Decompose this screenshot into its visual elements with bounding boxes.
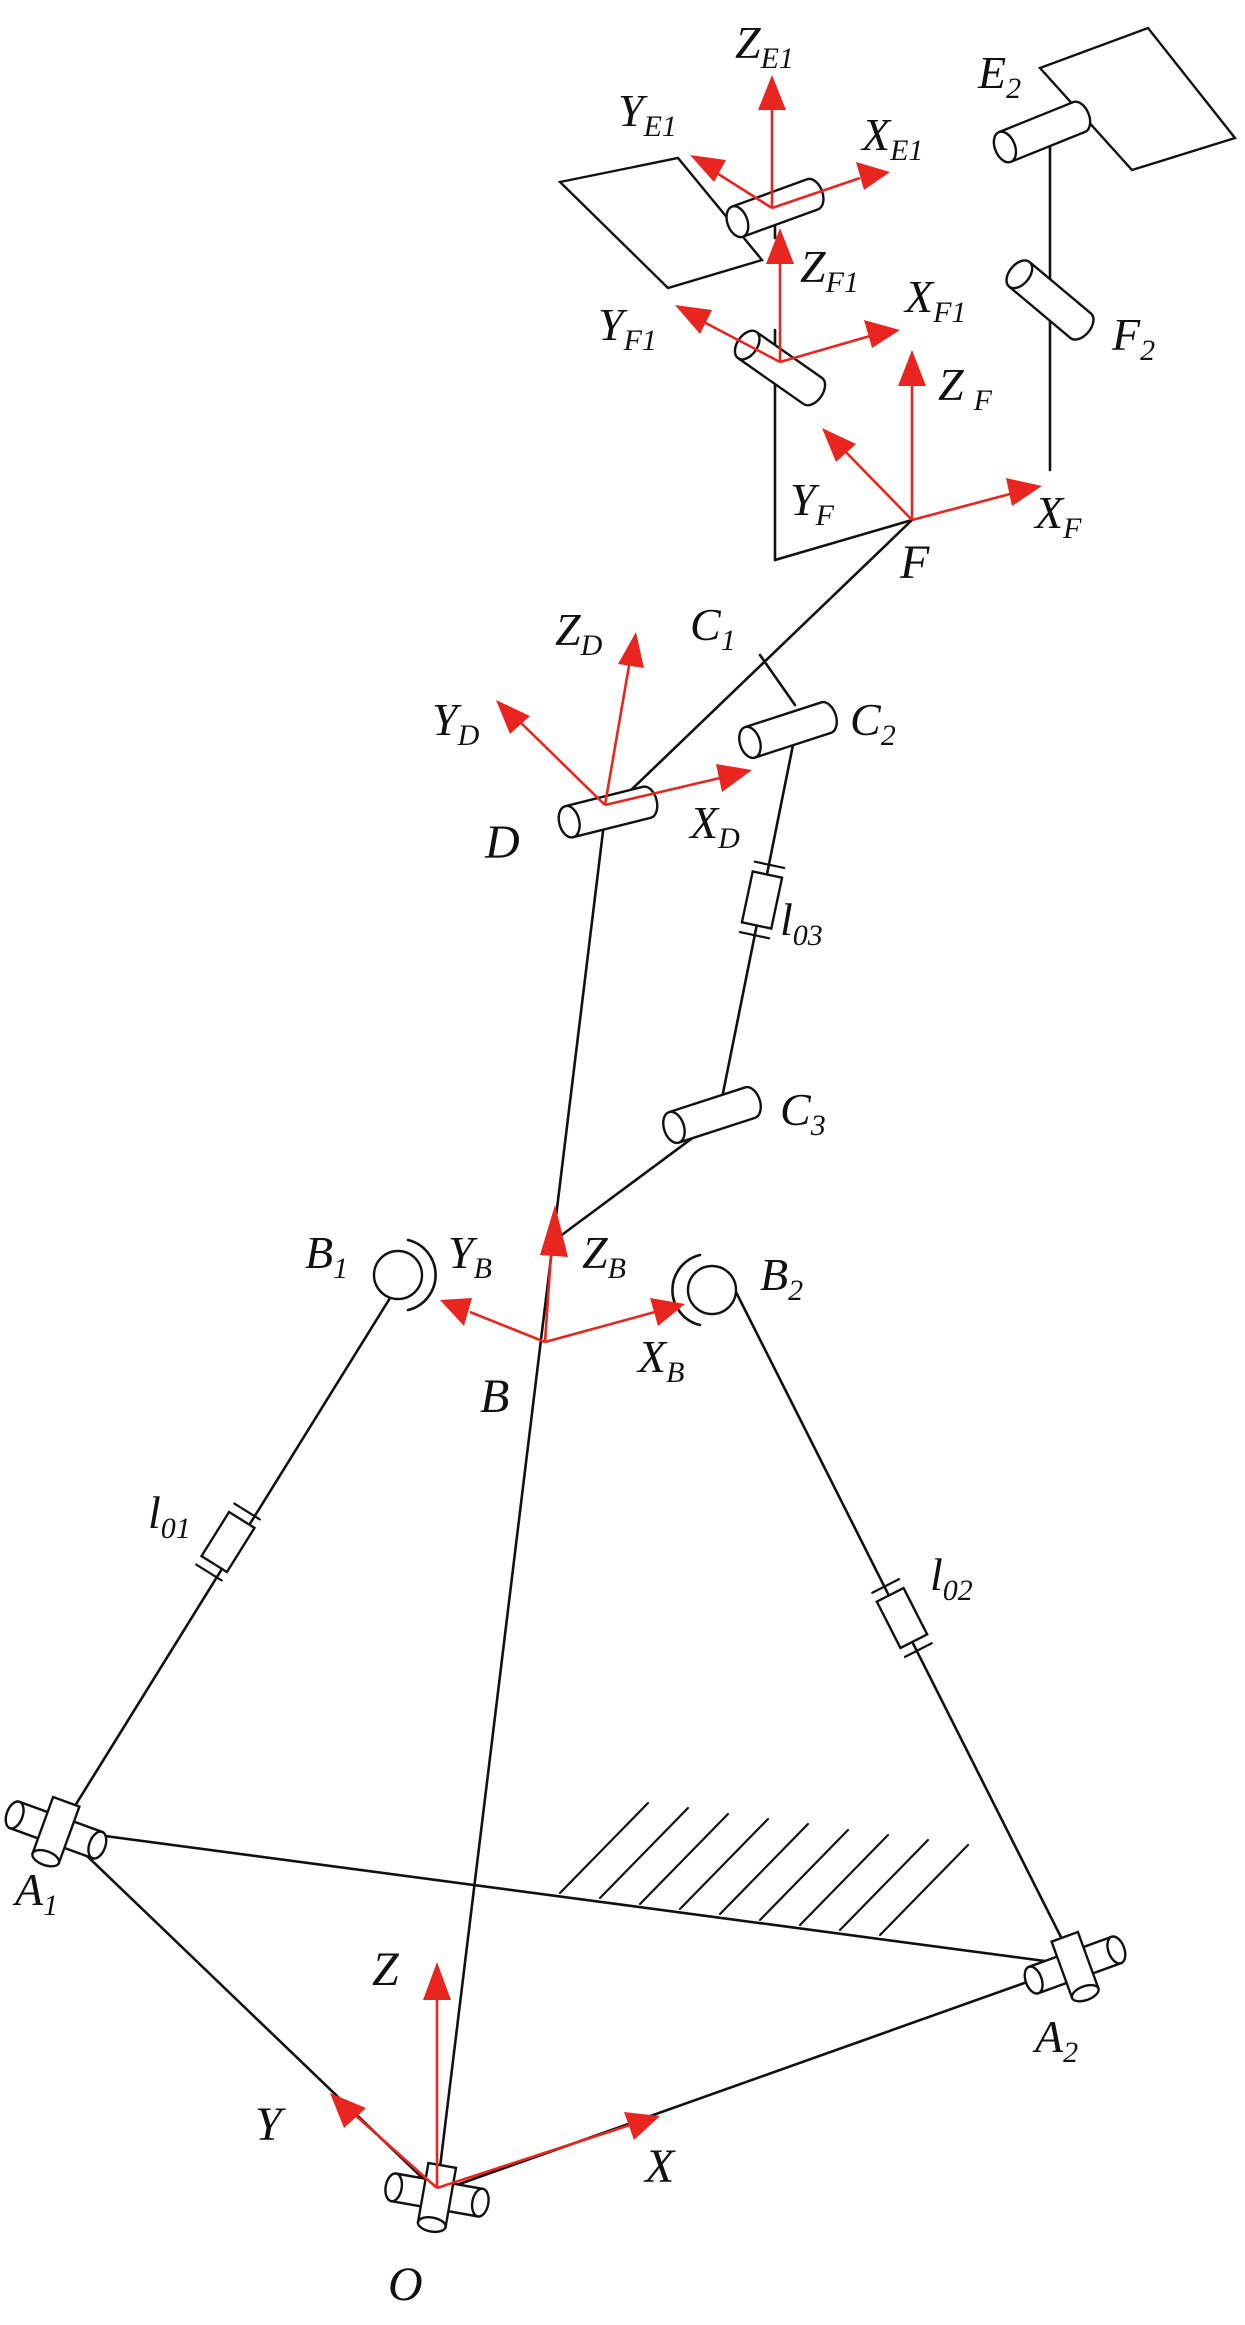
label-c3: C3 (780, 1084, 826, 1142)
label-xd: XD (688, 797, 740, 855)
label-c1: C1 (690, 599, 736, 657)
label-ye1: YE1 (618, 85, 677, 143)
joints (0, 97, 1138, 2242)
frame-f-axes (822, 350, 1042, 522)
revolute-joint-c3 (658, 1083, 766, 1147)
axes (330, 75, 1042, 2190)
label-zd: ZD (555, 604, 603, 662)
label-xe1: XE1 (860, 109, 923, 167)
label-l01: l01 (148, 1487, 191, 1545)
label-f2: F2 (1111, 309, 1155, 367)
label-z: Z (372, 1943, 400, 1996)
label-yb: YB (448, 1227, 492, 1285)
plate-e2 (1037, 26, 1238, 172)
spherical-joint-b1 (372, 1238, 437, 1312)
label-xf1: XF1 (903, 271, 966, 329)
prismatic-joint-l01 (195, 1502, 261, 1582)
label-c2: C2 (850, 694, 896, 752)
prismatic-joint-l02 (871, 1577, 933, 1659)
label-b: B (480, 1370, 509, 1423)
revolute-joint-c2 (734, 698, 842, 762)
label-xb: XB (636, 1331, 684, 1389)
link-c1-c2 (758, 653, 797, 707)
label-l02: l02 (930, 1549, 973, 1607)
label-zb: ZB (582, 1227, 626, 1285)
leg-o-d (435, 813, 607, 2194)
label-xf: XF (1033, 487, 1082, 545)
frame-f1-axes (675, 228, 900, 364)
label-a1: A1 (12, 1864, 58, 1922)
label-f: F (899, 536, 930, 589)
label-yf1: YF1 (598, 299, 657, 357)
prismatic-joint-l03 (738, 860, 786, 940)
revolute-joint-e2 (988, 97, 1096, 167)
frame-e1-axes (690, 75, 890, 210)
label-b2: B2 (760, 1249, 803, 1307)
label-d: D (484, 816, 520, 869)
label-ze1: ZE1 (735, 17, 794, 75)
link-b-c3 (553, 1123, 712, 1242)
label-a2: A2 (1032, 2011, 1078, 2069)
ground-hatching (558, 1801, 970, 1937)
frame-b-axes (440, 1205, 685, 1344)
frame-f-left (773, 518, 914, 562)
link-d-f (603, 518, 914, 817)
frame-o-axes (330, 1962, 660, 2190)
label-b1: B1 (305, 1227, 348, 1285)
spherical-joint-b2 (671, 1253, 738, 1327)
frame-d-axes (496, 632, 752, 807)
label-zf1: ZF1 (800, 241, 859, 299)
label-y: Y (255, 2098, 286, 2151)
label-yf: YF (790, 474, 835, 532)
label-yd: YD (432, 694, 480, 752)
universal-joint-a2 (1014, 1917, 1138, 2019)
label-x: X (643, 2140, 676, 2193)
label-e2: E2 (977, 47, 1021, 105)
base-edge-a1-a2 (58, 1828, 1077, 1967)
plate-e1 (557, 156, 765, 290)
label-l03: l03 (780, 894, 823, 952)
label-o: O (388, 2258, 423, 2311)
